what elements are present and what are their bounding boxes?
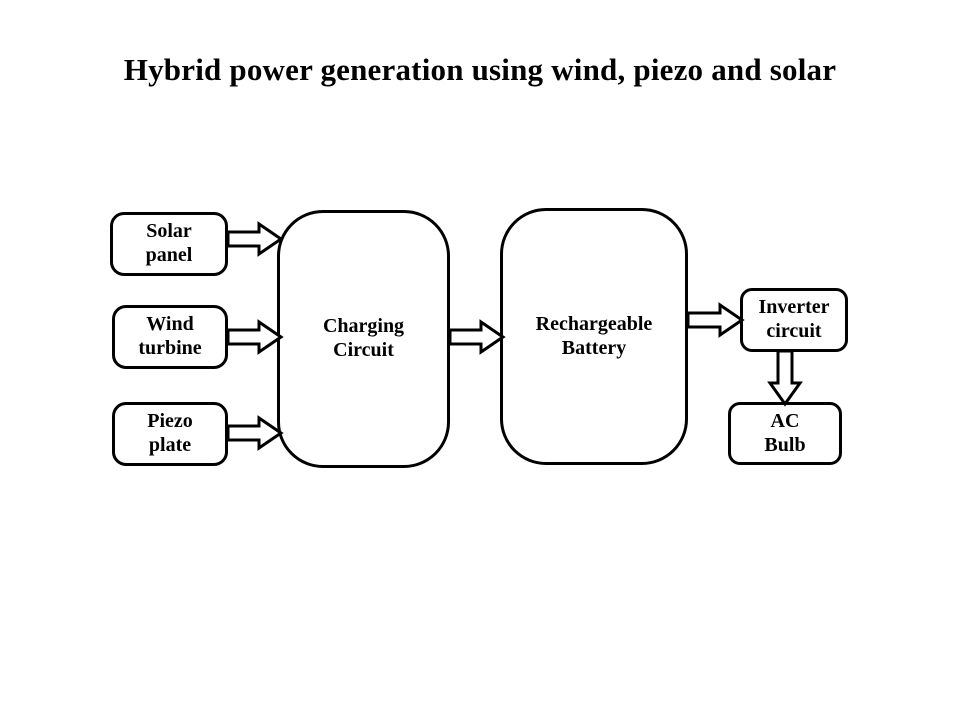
node-inverter-circuit-label: Inverter circuit bbox=[758, 296, 830, 342]
node-wind-turbine-label: Wind turbine bbox=[138, 313, 202, 359]
arrow-inverter-circuit-to-ac-bulb bbox=[767, 349, 803, 407]
arrow-solar-panel-to-charging-circuit bbox=[226, 221, 284, 257]
node-ac-bulb[interactable]: AC Bulb bbox=[728, 402, 842, 465]
node-rechargeable-battery[interactable]: Rechargeable Battery bbox=[500, 208, 688, 465]
node-piezo-plate[interactable]: Piezo plate bbox=[112, 402, 228, 466]
node-ac-bulb-label: AC Bulb bbox=[764, 409, 806, 456]
node-rechargeable-battery-label: Rechargeable Battery bbox=[535, 312, 653, 359]
page-title: Hybrid power generation using wind, piez… bbox=[123, 52, 837, 87]
node-charging-circuit-label: Charging Circuit bbox=[322, 315, 405, 361]
node-inverter-circuit[interactable]: Inverter circuit bbox=[740, 288, 848, 352]
arrow-charging-circuit-to-rechargeable-battery bbox=[448, 319, 506, 355]
node-solar-panel[interactable]: Solar panel bbox=[110, 212, 228, 276]
arrow-wind-turbine-to-charging-circuit bbox=[226, 319, 284, 355]
arrow-piezo-plate-to-charging-circuit bbox=[226, 415, 284, 451]
node-charging-circuit[interactable]: Charging Circuit bbox=[277, 210, 450, 468]
node-solar-panel-label: Solar panel bbox=[145, 220, 193, 266]
node-piezo-plate-label: Piezo plate bbox=[147, 410, 193, 456]
node-wind-turbine[interactable]: Wind turbine bbox=[112, 305, 228, 369]
arrow-rechargeable-battery-to-inverter-circuit bbox=[686, 302, 745, 338]
